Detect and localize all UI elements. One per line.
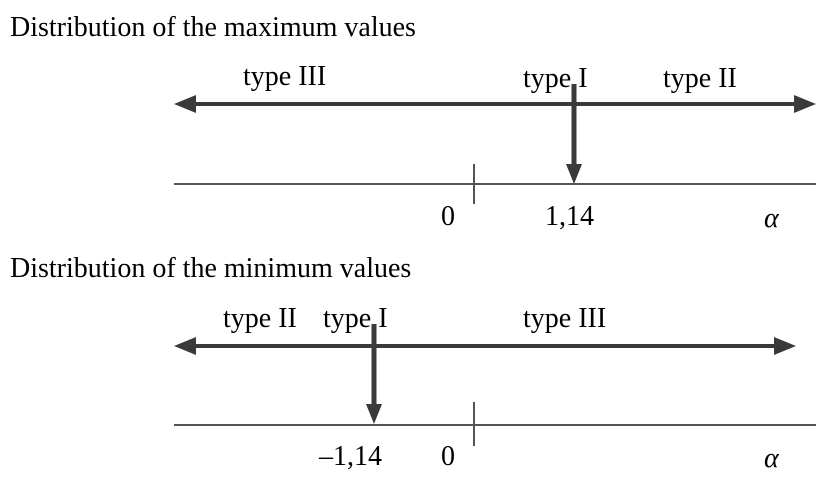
marker-arrow-head: [366, 404, 382, 424]
min-values-svg: [174, 324, 816, 446]
heading: Distribution of the minimum values: [10, 253, 412, 284]
region-label-type-i: type I: [523, 63, 588, 94]
range-arrow-right-head: [774, 337, 796, 355]
region-label-type-iii: type III: [243, 61, 327, 92]
zero-label: 0: [441, 441, 455, 472]
region-label-type-ii: type II: [223, 303, 297, 334]
region-label-type-ii: type II: [663, 63, 737, 94]
range-arrow-left-head: [174, 95, 196, 113]
zero-label: 0: [441, 201, 455, 232]
axis-symbol-alpha: α: [764, 203, 779, 234]
min-values-diagram: Distribution of the minimum values type …: [0, 240, 834, 479]
region-label-type-i: type I: [323, 303, 388, 334]
axis-symbol-alpha: α: [764, 443, 779, 474]
heading: Distribution of the maximum values: [10, 12, 416, 43]
marker-value-label: –1,14: [319, 441, 382, 472]
range-arrow-left-head: [174, 337, 196, 355]
max-values-svg: [174, 84, 816, 204]
marker-value-label: 1,14: [545, 201, 594, 232]
region-label-type-iii: type III: [523, 303, 607, 334]
marker-arrow-head: [566, 164, 582, 184]
range-arrow-right-head: [794, 95, 816, 113]
max-values-diagram: Distribution of the maximum values type …: [10, 12, 816, 234]
